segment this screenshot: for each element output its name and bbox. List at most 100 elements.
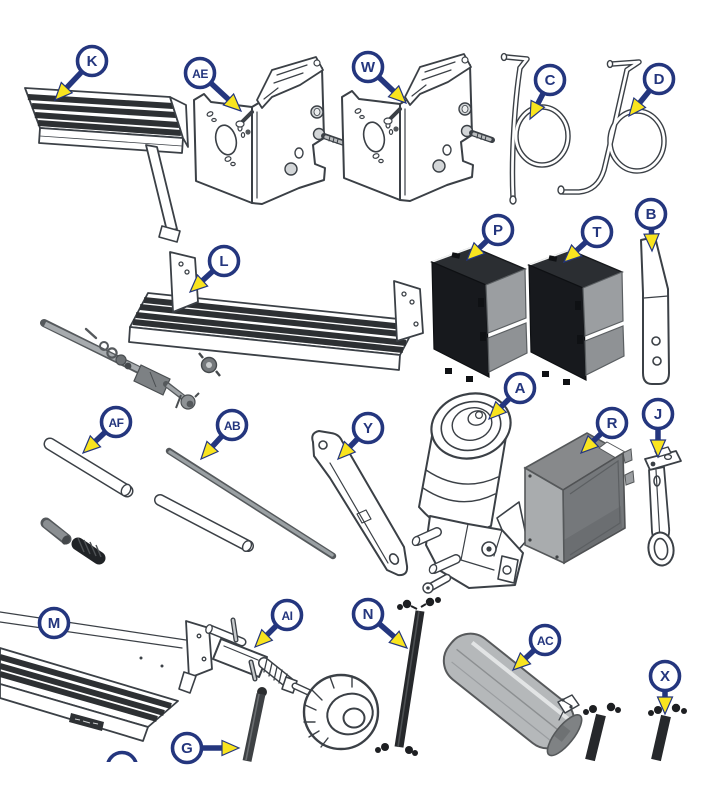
callout-arrowhead-icon xyxy=(199,440,220,461)
callout-circle xyxy=(595,406,629,440)
part-hanger-link xyxy=(644,446,682,567)
callout-circle xyxy=(106,750,138,762)
part-illustrations xyxy=(0,54,687,762)
part-strap-small-left xyxy=(583,702,621,762)
callout-arrowhead-icon xyxy=(388,630,409,649)
callout-X: X xyxy=(648,659,682,716)
callout-letter-G: G xyxy=(181,740,193,757)
callout-circle xyxy=(37,606,71,640)
callout-partial xyxy=(106,750,138,762)
callout-arrowhead-icon xyxy=(387,84,408,105)
callout-circle xyxy=(215,408,249,442)
callout-letter-K: K xyxy=(87,53,98,70)
callout-circle xyxy=(270,598,304,632)
callout-letter-N: N xyxy=(363,606,374,623)
callout-circle xyxy=(351,411,385,445)
callout-circle xyxy=(75,44,109,78)
callout-letter-AI: AI xyxy=(282,609,293,623)
callout-J: J xyxy=(641,397,675,459)
callout-letter-Y: Y xyxy=(363,420,373,437)
part-manual-override-knob xyxy=(205,617,380,751)
callout-letter-AB: AB xyxy=(224,419,241,433)
callout-letter-D: D xyxy=(654,71,665,88)
callout-letter-A: A xyxy=(515,380,526,397)
callout-arrow-shaft xyxy=(208,80,233,104)
part-pivot-bracket-left xyxy=(194,57,344,204)
part-clamp-small xyxy=(557,694,580,721)
part-drive-strap-short xyxy=(648,703,687,762)
callout-W: W xyxy=(351,50,408,105)
callout-letter-L: L xyxy=(219,253,228,270)
callout-circle xyxy=(528,623,562,657)
callout-L: L xyxy=(188,244,241,294)
callout-circle xyxy=(481,213,515,247)
callout-circle xyxy=(351,597,385,631)
part-outer-tube-set xyxy=(40,437,254,565)
callout-circle xyxy=(503,371,537,405)
callout-circle xyxy=(99,405,133,439)
callout-arrowhead-icon xyxy=(579,434,600,455)
part-control-module-right xyxy=(528,249,625,386)
part-step-board-short xyxy=(24,87,189,243)
callout-N: N xyxy=(351,597,409,649)
callout-D: D xyxy=(628,62,676,118)
callout-C: C xyxy=(529,63,567,121)
callout-arrowhead-icon xyxy=(529,99,546,121)
callout-arrowhead-icon xyxy=(336,440,357,461)
callout-circle xyxy=(183,56,217,90)
callout-B: B xyxy=(634,197,668,253)
callout-K: K xyxy=(53,44,109,102)
callout-arrowhead-icon xyxy=(221,739,241,757)
callout-circle xyxy=(641,397,675,431)
part-motor-assembly xyxy=(411,392,528,594)
part-extrusion-cover xyxy=(442,632,583,757)
callout-circle xyxy=(207,244,241,278)
callout-circle xyxy=(170,731,204,765)
part-mount-bracket xyxy=(311,430,409,577)
callout-arrowhead-icon xyxy=(562,243,583,263)
part-step-board-lower xyxy=(0,611,213,742)
callout-arrowhead-icon xyxy=(253,628,274,649)
part-step-board-long xyxy=(128,251,424,371)
callout-arrowhead-icon xyxy=(649,439,667,459)
callout-arrowhead-icon xyxy=(222,92,243,113)
callout-arrowhead-icon xyxy=(188,273,209,294)
callout-letter-M: M xyxy=(48,615,61,632)
callout-circle xyxy=(648,659,682,693)
callout-arrowhead-icon xyxy=(487,400,508,421)
part-inner-rod xyxy=(165,447,337,560)
callout-letter-X: X xyxy=(660,668,670,685)
callout-arrowhead-icon xyxy=(465,241,486,262)
callout-circle xyxy=(642,62,676,96)
callout-T: T xyxy=(562,215,614,263)
callout-circle xyxy=(533,63,567,97)
callout-Y: Y xyxy=(336,411,385,461)
callout-arrowhead-icon xyxy=(656,696,674,716)
callout-R: R xyxy=(579,406,629,455)
callout-letter-AE: AE xyxy=(192,67,208,81)
callout-letter-C: C xyxy=(545,72,556,89)
part-linkage-arm xyxy=(640,236,670,385)
part-drive-rod xyxy=(242,687,267,762)
part-control-module-left xyxy=(431,246,528,383)
callout-letter-AC: AC xyxy=(537,634,554,648)
callout-arrow-shaft xyxy=(62,69,85,92)
callout-M: M xyxy=(37,606,71,640)
callout-letter-B: B xyxy=(646,206,657,223)
callout-AB: AB xyxy=(199,408,249,461)
callout-circle xyxy=(634,197,668,231)
callout-arrow-shaft xyxy=(377,621,399,641)
callout-circle xyxy=(351,50,385,84)
callout-letter-P: P xyxy=(493,222,503,239)
callout-letter-R: R xyxy=(607,415,618,432)
callout-P: P xyxy=(465,213,515,262)
callout-AE: AE xyxy=(183,56,243,113)
part-motor-cover xyxy=(523,432,635,565)
callout-arrowhead-icon xyxy=(53,81,74,102)
callout-arrowhead-icon xyxy=(81,434,102,455)
callout-AC: AC xyxy=(511,623,562,672)
part-drive-shaft xyxy=(40,319,221,410)
callout-arrow-shaft xyxy=(376,74,398,96)
callout-A: A xyxy=(487,371,537,421)
